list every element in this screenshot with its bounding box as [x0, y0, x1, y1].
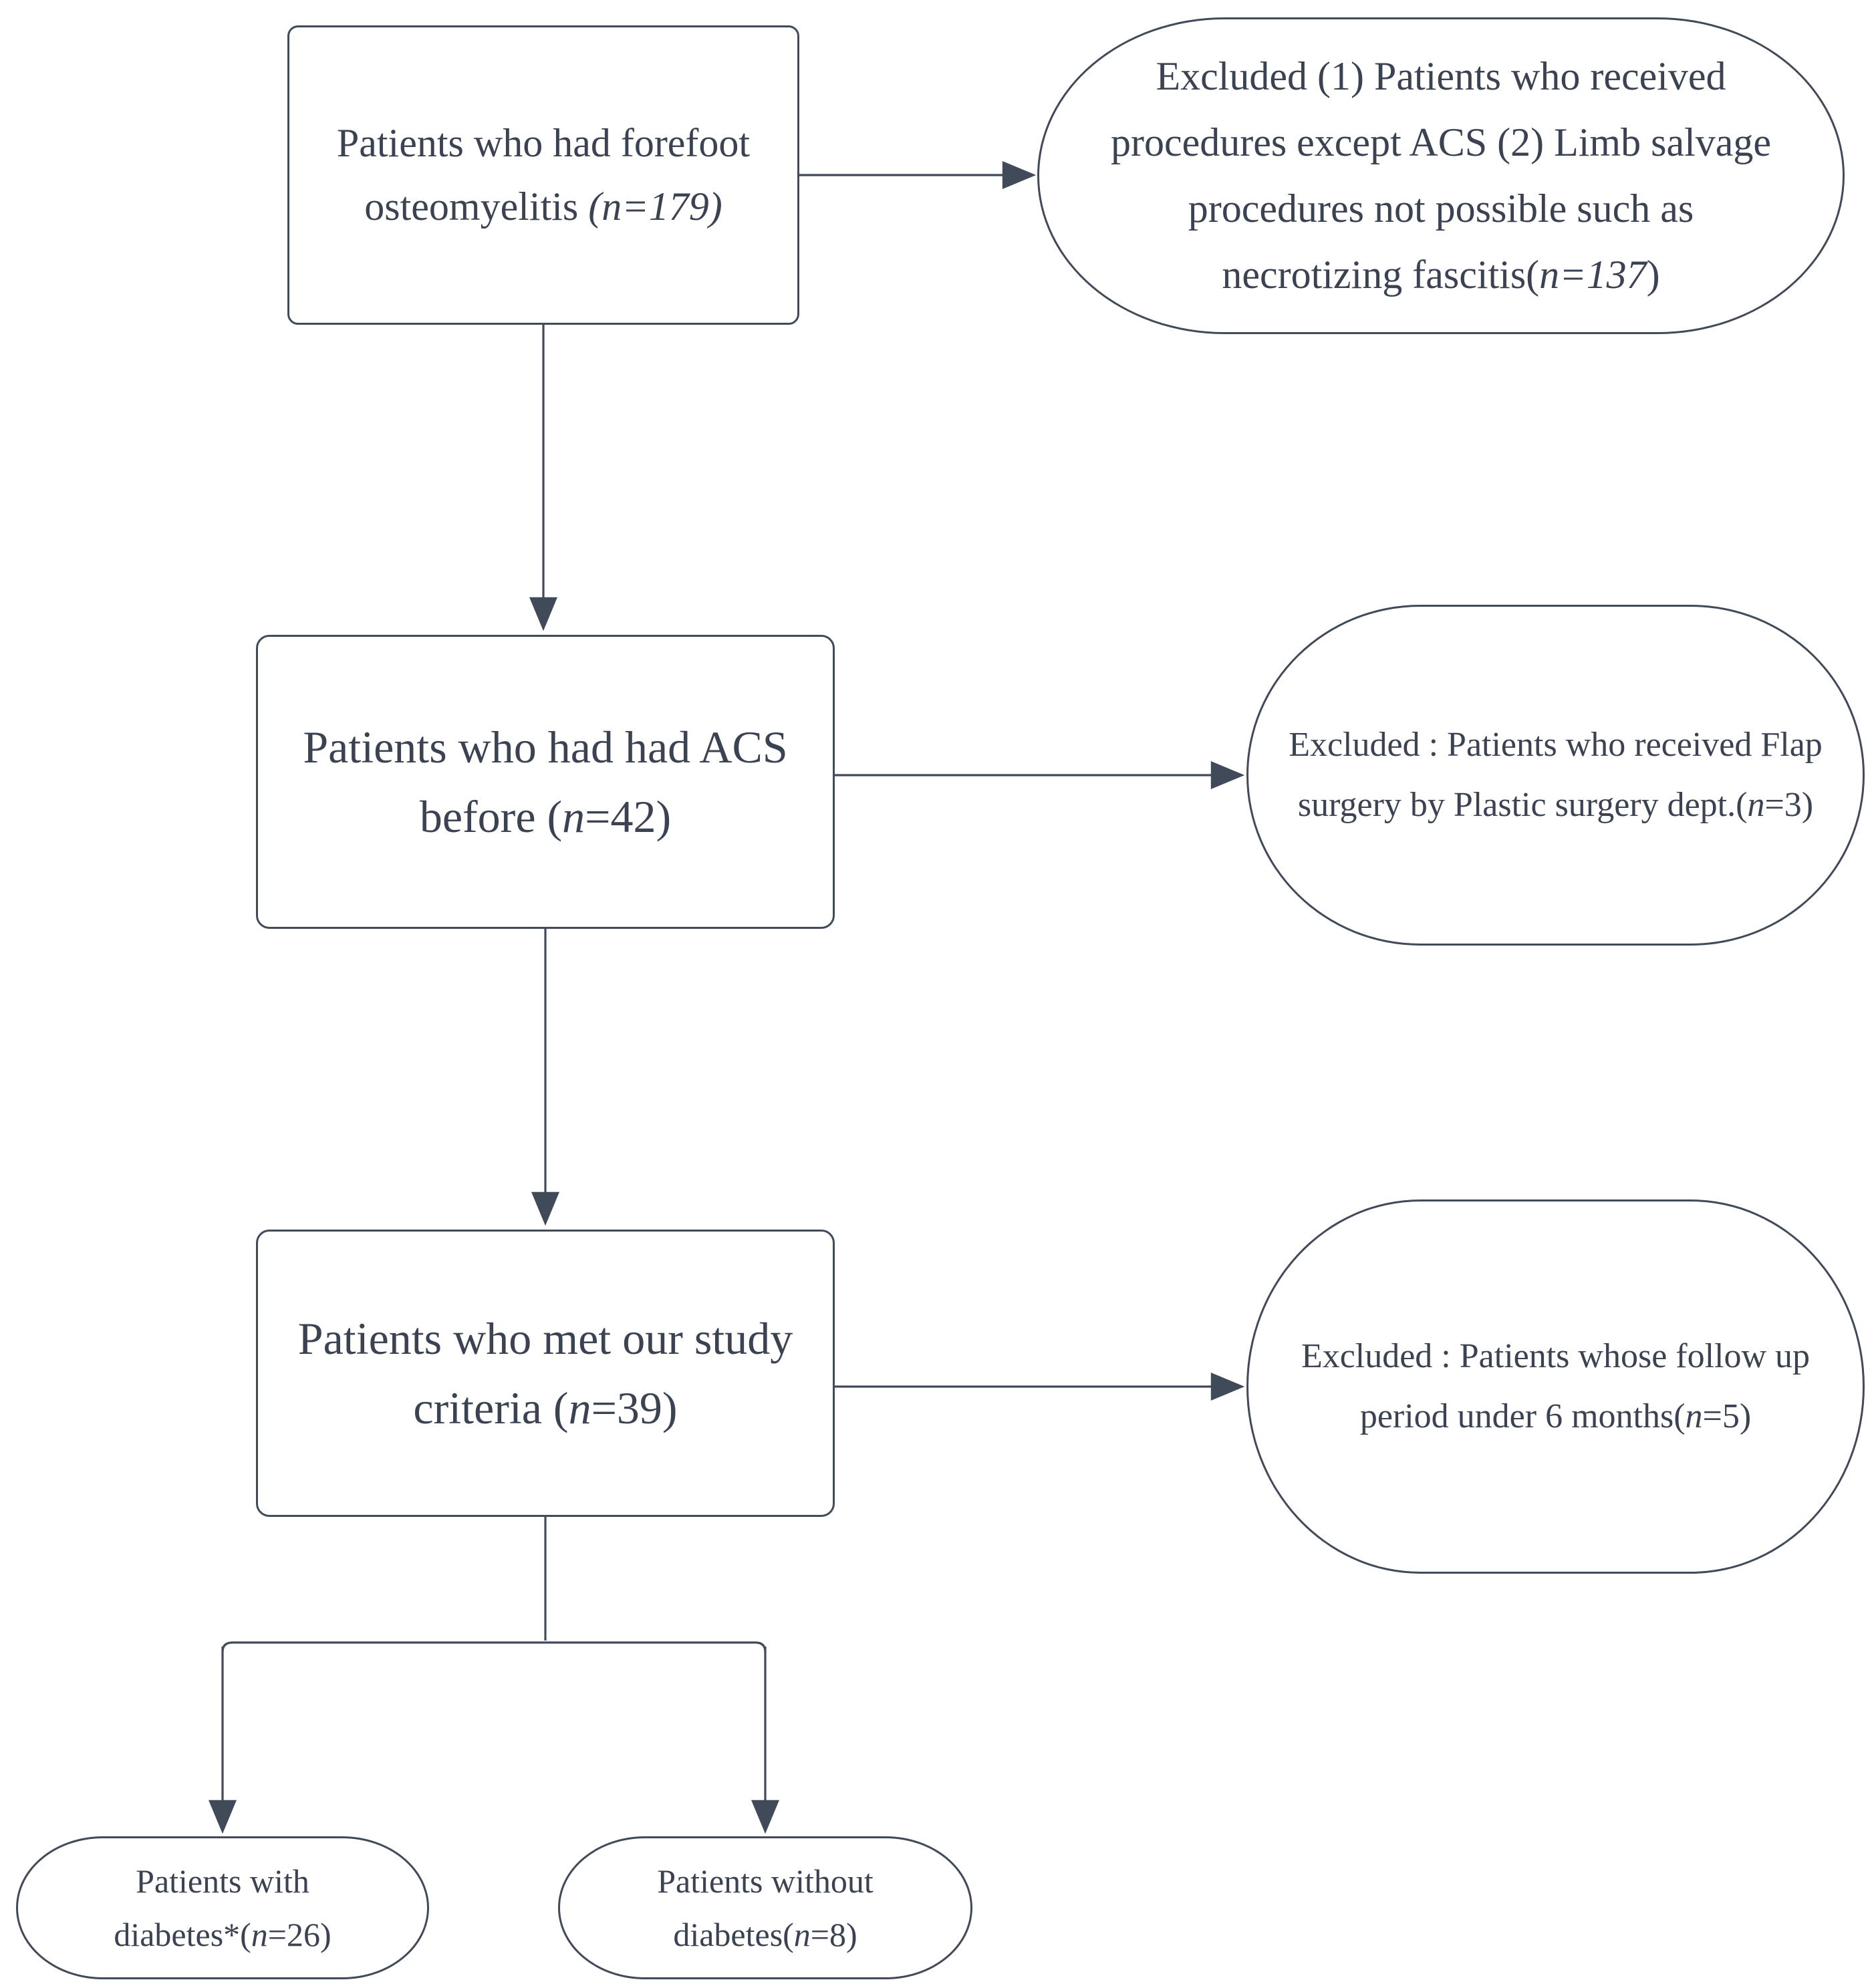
node-text-line: necrotizing fascitis(n=137)	[1222, 253, 1660, 297]
node-text-line: surgery by Plastic surgery dept.(n=3)	[1297, 786, 1814, 824]
node-text-line: Patients without	[657, 1862, 874, 1900]
node-text-line: Excluded : Patients whose follow up	[1301, 1337, 1811, 1375]
box-patients-without-diabetes: Patients without diabetes(n=8)	[558, 1836, 972, 1979]
box-excluded-procedures: Excluded (1) Patients who received proced…	[1037, 17, 1845, 334]
node-text-line: before (n=42)	[419, 791, 672, 842]
box-met-study-criteria: Patients who met our study criteria (n=39…	[256, 1230, 835, 1517]
node-text-line: Patients with	[136, 1862, 309, 1900]
node-text-line: procedures except ACS (2) Limb salvage	[1110, 120, 1772, 164]
node-text-line: diabetes(n=8)	[673, 1916, 857, 1953]
node-text-line: Excluded : Patients who received Flap	[1289, 726, 1823, 764]
box-excluded-flap-surgery: Excluded : Patients who received Flap sur…	[1246, 605, 1865, 946]
box-excluded-follow-up: Excluded : Patients whose follow up perio…	[1246, 1199, 1865, 1574]
branch-horizontal-line	[221, 1641, 767, 1653]
box-patients-with-diabetes: Patients with diabetes*(n=26)	[16, 1836, 429, 1979]
node-text-line: Patients who met our study	[297, 1313, 793, 1364]
node-text-line: criteria (n=39)	[413, 1383, 678, 1433]
node-text-line: period under 6 months(n=5)	[1359, 1397, 1752, 1435]
box-had-acs-before: Patients who had had ACS before (n=42)	[256, 635, 835, 929]
node-text-line: procedures not possible such as	[1188, 186, 1694, 231]
node-text-line: diabetes*(n=26)	[114, 1916, 331, 1953]
node-text-line: Patients who had had ACS	[303, 722, 788, 772]
box-forefoot-osteomyelitis: Patients who had forefoot osteomyelitis (…	[287, 25, 799, 325]
node-text-line: Excluded (1) Patients who received	[1156, 54, 1726, 98]
node-text-line: osteomyelitis (n=179)	[364, 184, 722, 229]
node-text-line: Patients who had forefoot	[336, 121, 751, 165]
